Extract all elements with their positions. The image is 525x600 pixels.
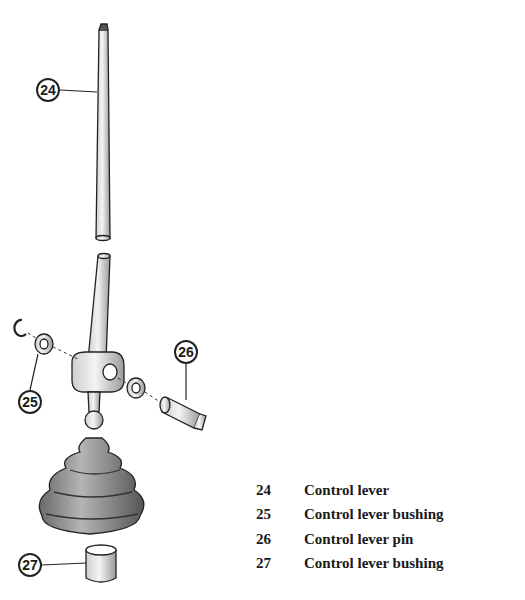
lower-rod-end [98,254,110,259]
callout-number: 26 [178,345,194,359]
bushing-hole [132,383,140,393]
part-number: 24 [256,483,271,498]
rod-end [96,236,110,241]
part-number: 27 [256,556,271,571]
control-lever-lower [88,256,110,360]
part-number: 26 [256,532,271,547]
rubber-boot [39,438,144,534]
pin-head [194,414,206,430]
bushing-top [86,545,116,555]
callout-circles [19,79,197,576]
callout-number: 25 [22,395,38,409]
leader-lines [30,90,186,565]
part-name: Control lever bushing [304,507,443,522]
part-name: Control lever [304,483,389,498]
pin-hole [103,364,117,380]
pivot-housing [72,352,124,392]
control-lever-bushing [35,334,53,354]
control-lever-bushing-right [127,378,145,398]
control-lever-upper [96,30,110,238]
callout-number: 24 [40,83,56,97]
retaining-clip [14,320,26,336]
assembly-lines [28,333,160,402]
lever-neck [88,392,100,412]
lever-ball [85,411,103,429]
lever-thread [99,24,108,30]
part-name: Control lever pin [304,532,413,547]
part-number: 25 [256,507,271,522]
part-name: Control lever bushing [304,556,443,571]
pin-end [160,397,170,413]
bushing-hole [40,339,48,349]
boot-folds [46,470,138,519]
callout-number: 27 [22,558,38,572]
